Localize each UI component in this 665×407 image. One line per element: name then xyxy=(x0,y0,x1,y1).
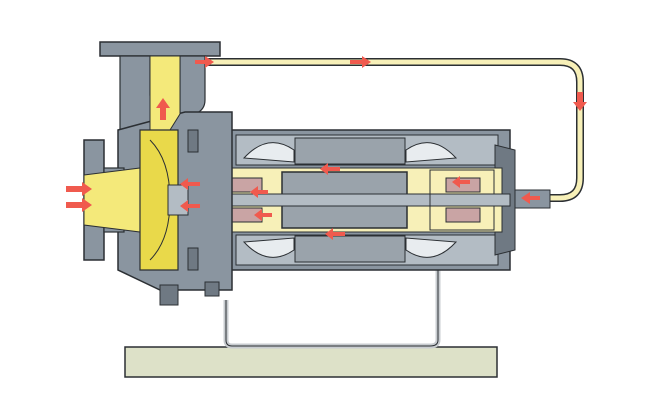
suction-inlet xyxy=(83,167,141,233)
motor-stator xyxy=(242,137,458,263)
flow-arrows xyxy=(66,56,587,240)
base-plate xyxy=(124,346,498,378)
circulation-pipe xyxy=(185,58,584,202)
support-frame xyxy=(223,266,441,349)
